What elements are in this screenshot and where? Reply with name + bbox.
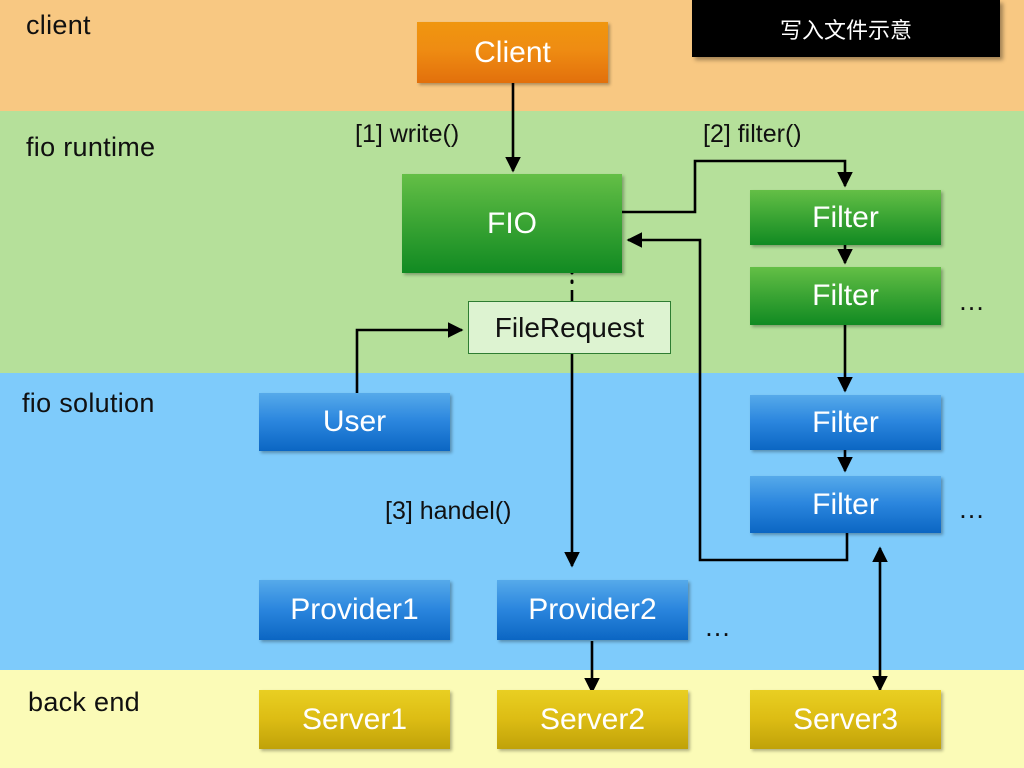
- node-fio-label: FIO: [487, 206, 537, 240]
- node-server3-label: Server3: [792, 702, 899, 736]
- node-file-request[interactable]: FileRequest: [468, 301, 671, 354]
- node-filter-blue-2[interactable]: Filter: [750, 476, 941, 533]
- node-user-label: User: [322, 405, 387, 438]
- node-provider2[interactable]: Provider2: [497, 580, 688, 640]
- node-filter-green-1[interactable]: Filter: [750, 190, 941, 245]
- band-label-client: client: [26, 10, 91, 40]
- edge-label-write: [1] write(): [355, 120, 460, 148]
- node-file-request-label: FileRequest: [494, 311, 645, 343]
- node-server2-label: Server2: [539, 702, 646, 736]
- node-filter-blue-1-label: Filter: [812, 405, 879, 439]
- node-filter-green-1-label: Filter: [812, 200, 879, 234]
- node-server1-label: Server1: [301, 702, 408, 736]
- node-server3[interactable]: Server3: [750, 690, 941, 749]
- ellipsis-providers: …: [704, 612, 734, 642]
- title-banner: 写入文件示意: [692, 0, 1000, 57]
- node-user[interactable]: User: [259, 393, 450, 451]
- node-client-label: Client: [474, 35, 551, 69]
- node-filter-blue-1[interactable]: Filter: [750, 395, 941, 450]
- node-provider2-label: Provider2: [528, 593, 657, 626]
- node-server1[interactable]: Server1: [259, 690, 450, 749]
- band-label-back-end: back end: [28, 687, 140, 717]
- band-label-fio-solution: fio solution: [22, 388, 155, 418]
- edge-label-filter: [2] filter(): [703, 120, 802, 148]
- node-filter-blue-2-label: Filter: [812, 487, 879, 521]
- band-label-fio-runtime: fio runtime: [26, 132, 156, 162]
- node-provider1-label: Provider1: [290, 593, 419, 626]
- title-banner-text: 写入文件示意: [779, 17, 912, 43]
- node-fio[interactable]: FIO: [402, 174, 622, 273]
- node-filter-green-2-label: Filter: [812, 279, 879, 312]
- edge-label-handel: [3] handel(): [385, 497, 512, 525]
- ellipsis-blue-filters: …: [958, 494, 988, 524]
- node-client[interactable]: Client: [417, 22, 608, 83]
- ellipsis-green-filters: …: [958, 286, 988, 316]
- node-filter-green-2[interactable]: Filter: [750, 267, 941, 325]
- node-server2[interactable]: Server2: [497, 690, 688, 749]
- node-provider1[interactable]: Provider1: [259, 580, 450, 640]
